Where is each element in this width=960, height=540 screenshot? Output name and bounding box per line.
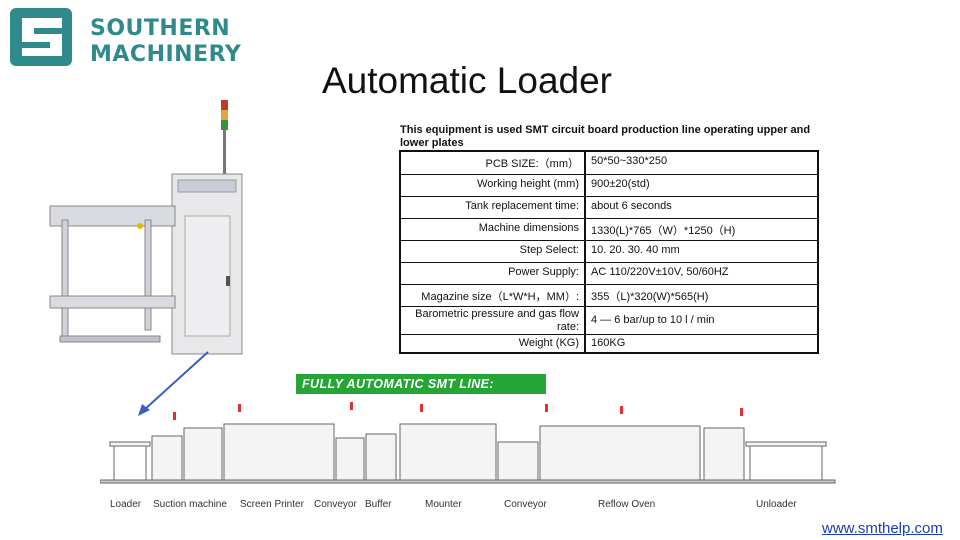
line-label: Unloader xyxy=(756,499,797,510)
spec-value: about 6 seconds xyxy=(591,200,672,212)
spec-label: Working height (mm) xyxy=(477,178,579,190)
line-label: Reflow Oven xyxy=(598,499,656,510)
equipment-description: This equipment is used SMT circuit board… xyxy=(400,124,811,149)
spec-label: Weight (KG) xyxy=(518,337,579,349)
spec-label: PCB SIZE:（mm） xyxy=(485,158,579,170)
line-label: Mounter xyxy=(425,499,462,510)
spec-label: Power Supply: xyxy=(508,266,579,278)
spec-label: Machine dimensions xyxy=(478,222,579,234)
spec-label: Barometric pressure and gas flow rate: xyxy=(415,308,579,333)
spec-row: Machine dimensions 1330(L)*765（W）*1250（H… xyxy=(401,218,817,241)
logo-line-1: SOUTHERN xyxy=(90,16,231,41)
spec-row: Power Supply: AC 110/220V±10V, 50/60HZ xyxy=(401,262,817,285)
logo-wordmark: SOUTHERN MACHINERY xyxy=(90,16,241,68)
smt-line-image xyxy=(100,402,836,484)
line-label: Buffer xyxy=(365,499,392,510)
spec-label: Step Select: xyxy=(519,244,579,256)
line-label: Loader xyxy=(110,499,142,510)
spec-row: Magazine size（L*W*H，MM）: 355（L)*320(W)*5… xyxy=(401,284,817,307)
spec-label: Magazine size（L*W*H，MM）: xyxy=(421,291,579,303)
spec-value: 355（L)*320(W)*565(H) xyxy=(591,291,709,303)
banner-text: FULLY AUTOMATIC SMT LINE: xyxy=(302,377,494,391)
arrow-icon xyxy=(138,351,209,416)
loader-machine-image xyxy=(49,100,243,355)
spec-value: 4 — 6 bar/up to 10 l / min xyxy=(591,314,715,326)
line-label: Suction machine xyxy=(153,499,227,510)
spec-table: PCB SIZE:（mm） 50*50~330*250 Working heig… xyxy=(399,150,819,354)
spec-label: Tank replacement time: xyxy=(465,200,579,212)
spec-value: AC 110/220V±10V, 50/60HZ xyxy=(591,266,729,278)
company-logo: SOUTHERN MACHINERY xyxy=(8,6,241,68)
spec-row: Working height (mm) 900±20(std) xyxy=(401,174,817,197)
spec-value: 10. 20. 30. 40 mm xyxy=(591,244,680,256)
line-label: Conveyor xyxy=(504,499,547,510)
spec-row: Barometric pressure and gas flow rate: 4… xyxy=(401,306,817,335)
spec-value: 50*50~330*250 xyxy=(591,155,668,167)
line-label: Conveyor xyxy=(314,499,357,510)
logo-line-2: MACHINERY xyxy=(90,42,242,67)
spec-row: Tank replacement time: about 6 seconds xyxy=(401,196,817,219)
logo-mark-icon xyxy=(10,8,72,66)
spec-value: 160KG xyxy=(591,337,626,349)
spec-value: 900±20(std) xyxy=(591,178,650,190)
website-link[interactable]: www.smthelp.com xyxy=(822,520,943,537)
spec-row: Step Select: 10. 20. 30. 40 mm xyxy=(401,240,817,263)
page-title: Automatic Loader xyxy=(322,60,613,101)
smt-line-banner: FULLY AUTOMATIC SMT LINE: xyxy=(296,374,546,394)
spec-row: PCB SIZE:（mm） 50*50~330*250 xyxy=(401,152,817,174)
spec-row: Weight (KG) 160KG xyxy=(401,334,817,353)
line-label: Screen Printer xyxy=(240,499,304,510)
spec-value: 1330(L)*765（W）*1250（H) xyxy=(591,225,736,237)
